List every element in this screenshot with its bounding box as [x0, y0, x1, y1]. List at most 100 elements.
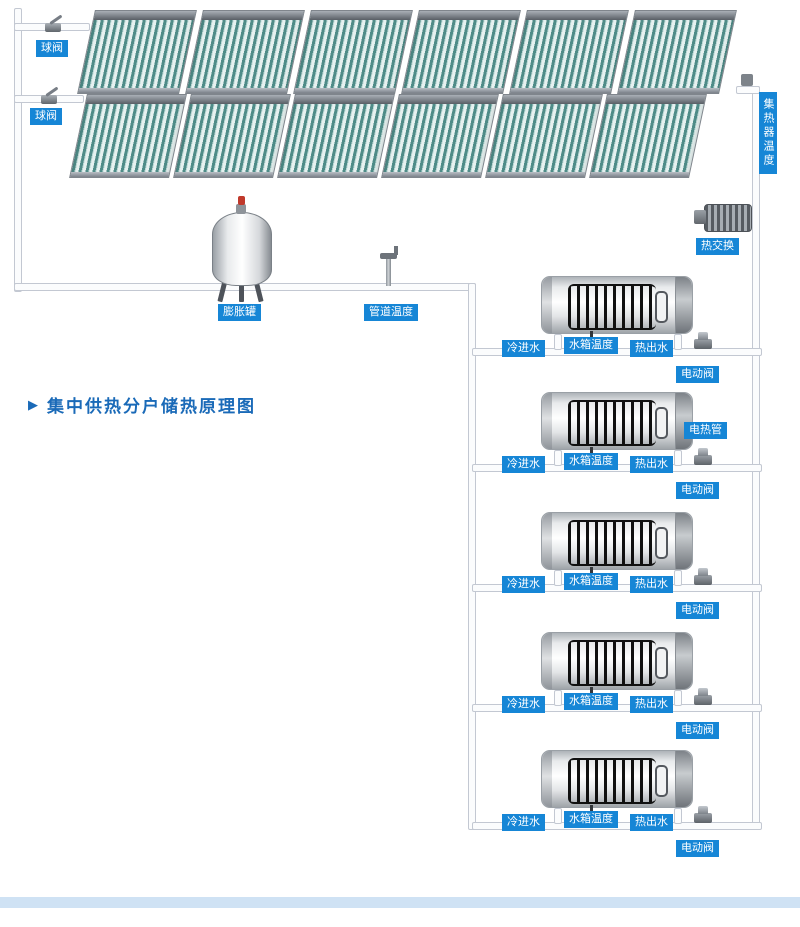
tank-right-cap: [675, 277, 692, 333]
pipe-left-vertical: [14, 8, 22, 292]
hot-out-label: 热出水: [630, 576, 673, 593]
tank-cold-stub: [554, 450, 562, 466]
tank-temp-label: 水箱温度: [564, 693, 618, 710]
tank-left-cap: [542, 277, 552, 333]
tank-cold-stub: [554, 808, 562, 824]
heater-element-icon: [655, 291, 668, 323]
motor-valve-label: 电动阀: [676, 602, 719, 619]
collector-manifold: [605, 95, 706, 104]
solar-collector-panel: [293, 10, 413, 94]
collector-temp-label: 集热器温度: [759, 92, 777, 174]
storage-tank-icon: [541, 392, 693, 450]
collector-manifold: [93, 11, 196, 20]
storage-tank-icon: [541, 750, 693, 808]
heater-element-icon: [655, 647, 668, 679]
hot-out-label: 热出水: [630, 814, 673, 831]
expansion-tank-leg: [239, 280, 244, 302]
tank-hot-stub: [674, 570, 682, 586]
ball-valve-bottom-label: 球阀: [30, 108, 62, 125]
hot-out-label: 热出水: [630, 696, 673, 713]
collector-manifold: [189, 95, 290, 104]
motor-valve-label: 电动阀: [676, 482, 719, 499]
solar-collector-panel: [77, 10, 197, 94]
cold-in-label: 冷进水: [502, 576, 545, 593]
valve-body: [45, 23, 61, 32]
motor-valve-label: 电动阀: [676, 840, 719, 857]
pipe-temp-sensor-tip: [394, 246, 398, 255]
motor-valve-icon: [692, 801, 714, 823]
solar-collector-panel: [185, 10, 305, 94]
solar-collector-panel: [381, 94, 499, 178]
collector-manifold: [201, 11, 304, 20]
storage-tank-unit: 冷进水 水箱温度 热出水 电动阀: [468, 632, 768, 744]
electric-heater-label: 电热管: [684, 422, 727, 439]
tank-temp-label: 水箱温度: [564, 453, 618, 470]
heater-element-icon: [655, 527, 668, 559]
solar-collector-panel: [509, 10, 629, 94]
tank-hot-stub: [674, 808, 682, 824]
pipe-temp-sensor-cap: [380, 253, 397, 259]
valve-body: [41, 95, 57, 104]
solar-collector-panel: [589, 94, 707, 178]
collector-manifold: [501, 95, 602, 104]
tank-left-cap: [542, 393, 552, 449]
heat-coil-icon: [568, 758, 656, 804]
motor-valve-icon: [692, 327, 714, 349]
storage-tank-icon: [541, 512, 693, 570]
valve-body: [694, 695, 712, 705]
solar-collector-panel: [173, 94, 291, 178]
storage-tank-unit: 电热管 冷进水 水箱温度 热出水 电动阀: [468, 392, 768, 504]
pipe-temp-label: 管道温度: [364, 304, 418, 321]
solar-collector-panel: [485, 94, 603, 178]
page-title: 集中供热分户储热原理图: [47, 397, 256, 416]
collector-manifold: [293, 95, 394, 104]
pipe-temp-sensor-icon: [386, 258, 391, 286]
valve-body: [694, 455, 712, 465]
solar-collector-panel: [617, 10, 737, 94]
storage-tank-unit: 冷进水 水箱温度 热出水 电动阀: [468, 512, 768, 624]
tank-cold-stub: [554, 334, 562, 350]
tank-left-cap: [542, 751, 552, 807]
tank-hot-stub: [674, 450, 682, 466]
solar-collector-panel: [401, 10, 521, 94]
collector-manifold: [309, 11, 412, 20]
heat-exchanger-icon: [704, 204, 752, 232]
tank-cold-stub: [554, 690, 562, 706]
tank-temp-label: 水箱温度: [564, 573, 618, 590]
heater-element-icon: [655, 407, 668, 439]
expansion-tank-label: 膨胀罐: [218, 304, 261, 321]
collector-manifold: [85, 95, 186, 104]
tank-right-cap: [675, 513, 692, 569]
heat-coil-icon: [568, 284, 656, 330]
storage-tank-unit: 冷进水 水箱温度 热出水 电动阀: [468, 750, 768, 862]
hot-out-label: 热出水: [630, 340, 673, 357]
valve-body: [694, 575, 712, 585]
cold-in-label: 冷进水: [502, 814, 545, 831]
heat-exchanger-nose: [694, 210, 706, 224]
expansion-tank-icon: [212, 212, 272, 286]
heat-coil-icon: [568, 400, 656, 446]
expansion-tank-relief-valve: [238, 196, 245, 205]
ball-valve-top-label: 球阀: [36, 40, 68, 57]
tank-hot-stub: [674, 690, 682, 706]
motor-valve-icon: [692, 563, 714, 585]
motor-valve-label: 电动阀: [676, 722, 719, 739]
solar-collector-panel: [69, 94, 187, 178]
valve-actuator: [698, 448, 708, 456]
valve-body: [694, 339, 712, 349]
collector-manifold: [417, 11, 520, 20]
cold-in-label: 冷进水: [502, 456, 545, 473]
tank-temp-label: 水箱温度: [564, 337, 618, 354]
tank-right-cap: [675, 751, 692, 807]
storage-tank-icon: [541, 276, 693, 334]
valve-actuator: [698, 806, 708, 814]
tank-hot-stub: [674, 334, 682, 350]
heat-coil-icon: [568, 520, 656, 566]
heat-exchange-label: 热交换: [696, 238, 739, 255]
motor-valve-icon: [692, 683, 714, 705]
collector-temp-sensor-icon: [741, 74, 753, 86]
heater-element-icon: [655, 765, 668, 797]
motor-valve-label: 电动阀: [676, 366, 719, 383]
ball-valve-icon: [42, 12, 68, 32]
